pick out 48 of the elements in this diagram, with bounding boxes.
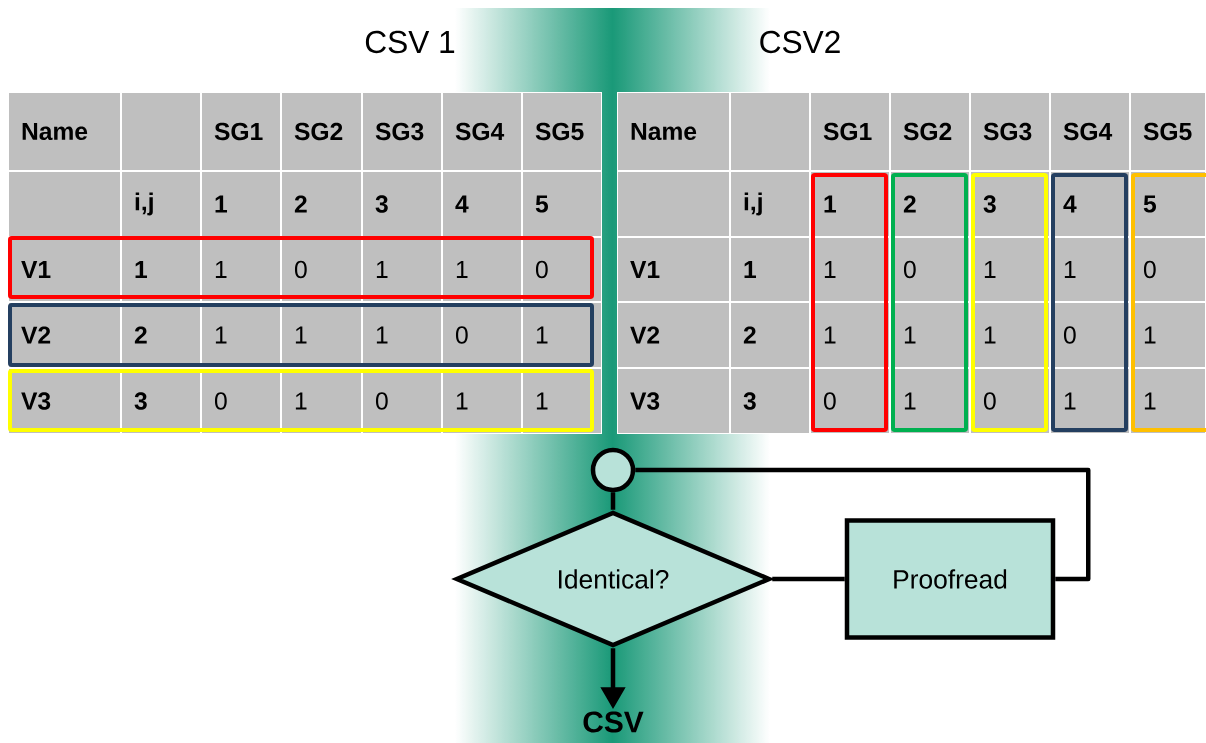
table-cell: 1 (122, 238, 200, 301)
table-cell: 1 (202, 172, 280, 236)
table-cell: 1 (443, 238, 521, 301)
table-cell: 1 (811, 303, 889, 367)
table-title: CSV2 (760, 30, 840, 54)
table-cell: 1 (1131, 303, 1205, 367)
table-cell: i,j (731, 172, 809, 236)
table-cell: 1 (363, 238, 441, 301)
table-cell: SG5 (523, 93, 601, 170)
output-label: CSV (583, 711, 644, 733)
table-cell: 5 (523, 172, 601, 236)
table-cell: 0 (282, 238, 361, 301)
table-cell: Name (9, 93, 120, 170)
process-box: Proofread (844, 518, 1056, 640)
connector-circle (590, 447, 636, 493)
table-cell: V3 (618, 369, 729, 433)
table-cell: 0 (1131, 238, 1205, 301)
table-cell: V2 (618, 303, 729, 367)
table-cell: SG2 (282, 93, 361, 170)
table-cell: 1 (731, 238, 809, 301)
table-cell: 1 (202, 238, 280, 301)
table-cell: SG3 (363, 93, 441, 170)
table-cell: 3 (363, 172, 441, 236)
table-cell: SG4 (1051, 93, 1129, 170)
connector-line (610, 492, 616, 510)
table-cell: SG2 (891, 93, 969, 170)
table-cell: 1 (891, 303, 969, 367)
table-cell: 1 (971, 303, 1049, 367)
table-cell: SG4 (443, 93, 521, 170)
table-cell: 2 (731, 303, 809, 367)
table-cell: Name (618, 93, 729, 170)
connector-line (772, 576, 845, 582)
table-cell: V1 (618, 238, 729, 301)
table-cell: 1 (1051, 238, 1129, 301)
table-cell: SG1 (811, 93, 889, 170)
table-cell: 1 (811, 238, 889, 301)
table-cell: i,j (122, 172, 200, 236)
table-cell: 4 (443, 172, 521, 236)
table-cell: SG1 (202, 93, 280, 170)
table-cell: 1 (971, 238, 1049, 301)
connector-line (635, 467, 1091, 582)
table-cell: 2 (282, 172, 361, 236)
table-cell: 3 (731, 369, 809, 433)
table-cell: 0 (891, 238, 969, 301)
table-cell: 0 (1051, 303, 1129, 367)
table-cell: SG5 (1131, 93, 1205, 170)
table-title: CSV 1 (365, 30, 455, 54)
table-cell: SG3 (971, 93, 1049, 170)
